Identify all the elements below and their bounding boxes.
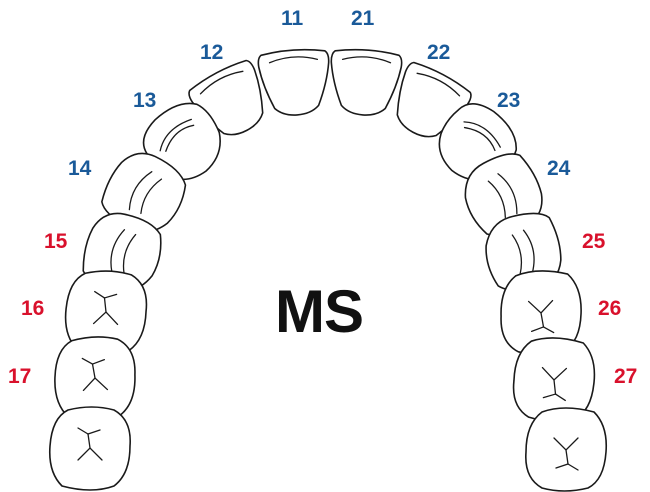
tooth-17[interactable] xyxy=(53,336,136,422)
tooth-22-groove xyxy=(416,72,461,97)
tooth-number-24[interactable]: 24 xyxy=(547,157,571,180)
tooth-number-21[interactable]: 21 xyxy=(351,7,375,30)
tooth-21[interactable] xyxy=(328,48,403,118)
tooth-21-outline[interactable] xyxy=(328,48,403,118)
tooth-number-16[interactable]: 16 xyxy=(21,297,45,320)
tooth-upper-right-third-molar-groove xyxy=(87,429,101,435)
tooth-13-groove xyxy=(159,118,192,152)
tooth-number-17[interactable]: 17 xyxy=(8,365,32,388)
tooth-23-groove xyxy=(463,126,496,152)
tooth-17-groove xyxy=(91,363,96,379)
tooth-upper-left-third-molar-groove xyxy=(567,463,579,471)
tooth-number-13[interactable]: 13 xyxy=(133,89,157,112)
tooth-27[interactable] xyxy=(512,337,596,423)
tooth-17-groove xyxy=(91,359,106,365)
tooth-21-groove xyxy=(341,56,392,64)
tooth-14-groove xyxy=(128,171,153,211)
tooth-upper-right-third-molar[interactable] xyxy=(48,406,131,491)
tooth-number-23[interactable]: 23 xyxy=(497,89,521,112)
tooth-16-groove xyxy=(103,297,107,313)
tooth-upper-right-third-molar-groove xyxy=(77,427,89,435)
tooth-12-groove xyxy=(199,70,244,95)
tooth-24-groove xyxy=(497,173,518,215)
tooth-17-groove xyxy=(81,357,94,365)
tooth-26-groove xyxy=(540,312,545,328)
tooth-number-25[interactable]: 25 xyxy=(582,230,606,253)
tooth-27-groove xyxy=(553,379,557,395)
tooth-11[interactable] xyxy=(257,48,333,118)
tooth-number-22[interactable]: 22 xyxy=(427,41,451,64)
tooth-upper-left-third-molar-groove xyxy=(565,449,569,465)
tooth-number-15[interactable]: 15 xyxy=(44,230,68,253)
tooth-number-14[interactable]: 14 xyxy=(68,157,92,180)
tooth-number-26[interactable]: 26 xyxy=(598,297,622,320)
tooth-24-groove xyxy=(487,180,506,219)
tooth-11-groove xyxy=(268,56,319,64)
tooth-15-groove xyxy=(122,233,137,274)
tooth-upper-left-third-molar[interactable] xyxy=(525,407,608,492)
tooth-23-groove xyxy=(463,121,501,148)
tooth-upper-left-third-molar-groove xyxy=(555,463,569,469)
tooth-15-groove xyxy=(110,229,126,273)
tooth-26-groove xyxy=(530,326,545,332)
tooth-upper-right-third-molar-groove xyxy=(87,433,91,449)
tooth-16-groove xyxy=(103,293,118,299)
tooth-16-groove xyxy=(94,290,106,299)
tooth-13-groove xyxy=(165,124,195,152)
tooth-26-groove xyxy=(542,326,555,334)
tooth-25-groove xyxy=(511,234,523,275)
tooth-number-27[interactable]: 27 xyxy=(614,365,638,388)
tooth-11-outline[interactable] xyxy=(257,48,333,118)
center-label: MS xyxy=(275,278,364,345)
tooth-26[interactable] xyxy=(499,270,582,356)
tooth-27-groove xyxy=(554,393,566,402)
tooth-14-groove xyxy=(140,178,163,215)
tooth-25-groove xyxy=(522,229,535,275)
tooth-number-12[interactable]: 12 xyxy=(200,41,224,64)
tooth-27-groove xyxy=(542,393,557,399)
tooth-number-11[interactable]: 11 xyxy=(281,7,304,30)
